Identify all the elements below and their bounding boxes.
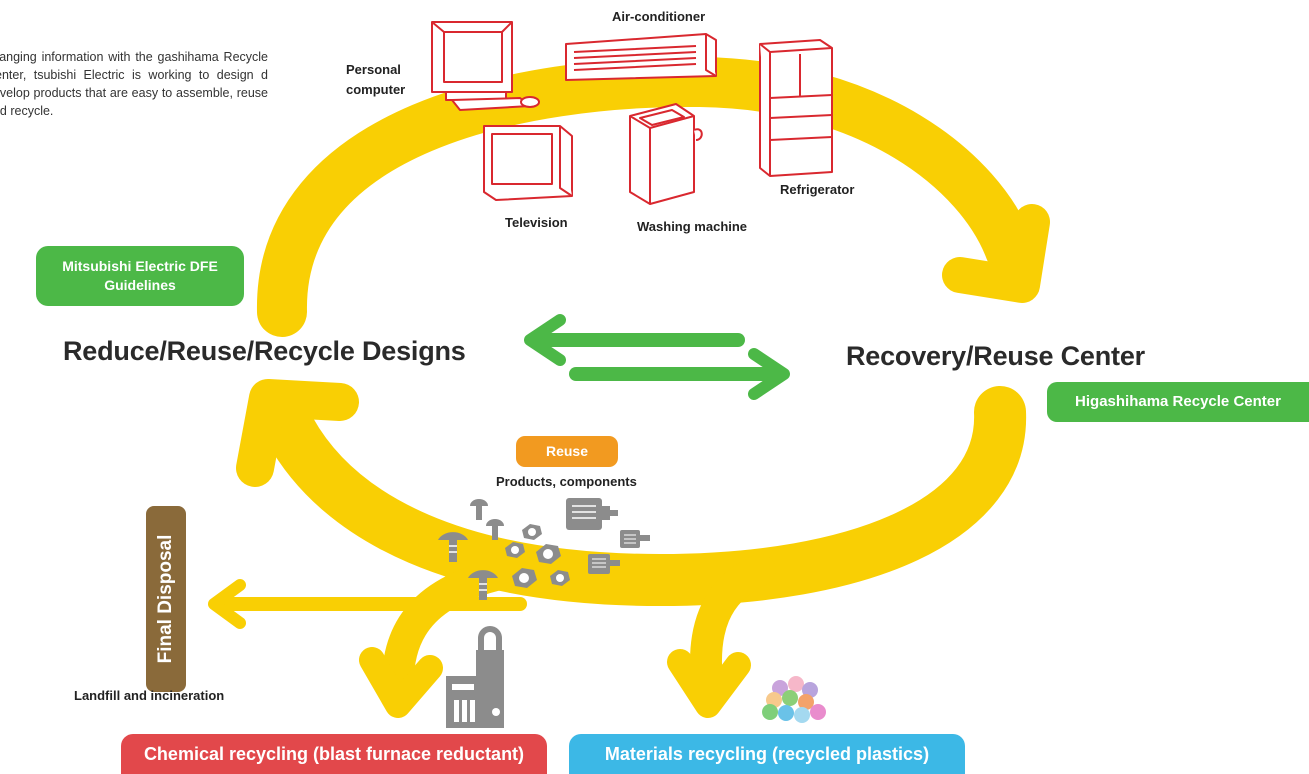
screw-icon [438, 532, 468, 562]
final-disposal-badge: Final Disposal [146, 506, 186, 692]
motor-icon [588, 554, 620, 574]
final-disposal-arrow [208, 579, 527, 629]
television-icon [483, 125, 573, 201]
reuse-badge: Reuse [516, 436, 618, 467]
final-disposal-badge-label: Final Disposal [155, 534, 176, 664]
nut-icon [536, 544, 561, 564]
air-conditioner-icon [565, 33, 717, 81]
reuse-caption: Products, components [496, 474, 637, 489]
refrigerator-icon [759, 39, 833, 177]
motor-icon [566, 498, 618, 530]
materials-recycling-badge: Materials recycling (recycled plastics) [569, 734, 965, 774]
television-label: Television [505, 215, 568, 230]
motor-icon [620, 530, 650, 548]
nut-icon [512, 568, 537, 588]
upper-loop-arrow [256, 56, 1050, 337]
lower-loop-arrow [236, 379, 1027, 607]
parts-group-icon [438, 498, 650, 600]
screw-icon [486, 519, 504, 540]
final-disposal-caption: Landfill and incineration [74, 688, 225, 703]
nut-icon [505, 542, 525, 558]
air-conditioner-label: Air-conditioner [612, 9, 706, 24]
higashihama-center-badge: Higashihama Recycle Center [1047, 382, 1309, 422]
recovery-center-node-label: Recovery/Reuse Center [846, 341, 1145, 371]
furnace-icon [446, 626, 504, 728]
screw-icon [468, 570, 498, 600]
intro-paragraph: changing information with the gashihama … [0, 50, 268, 118]
dfe-guidelines-badge: Mitsubishi Electric DFE Guidelines [36, 246, 244, 306]
washing-machine-icon [629, 103, 703, 205]
materials-branch-arrow [667, 554, 776, 718]
personal-computer-label: Personal computer [346, 62, 406, 97]
screw-icon [470, 499, 488, 520]
designs-node-label: Reduce/Reuse/Recycle Designs [63, 336, 466, 366]
plastic-pellets-icon [762, 676, 826, 723]
chemical-recycling-badge: Chemical recycling (blast furnace reduct… [121, 734, 547, 774]
personal-computer-icon [431, 21, 540, 111]
washing-machine-label: Washing machine [637, 219, 748, 234]
nut-icon [522, 524, 542, 540]
exchange-arrows [524, 314, 790, 400]
refrigerator-label: Refrigerator [780, 182, 855, 197]
nut-icon [550, 570, 570, 586]
